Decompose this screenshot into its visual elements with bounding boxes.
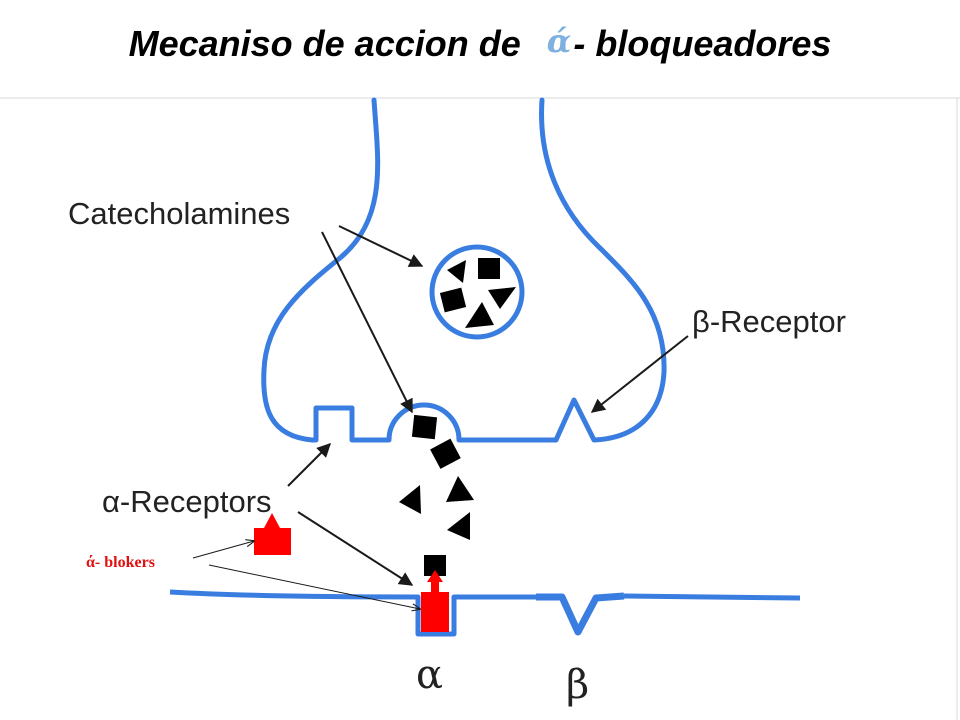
arrow-blocker-to-upper-red [192, 541, 254, 559]
slide-title: Mecaniso de accion de ά- bloqueadores [0, 22, 960, 65]
catecholamines-label: Catecholamines [68, 196, 290, 231]
vesicle-catecholamines [439, 258, 516, 328]
arrow-alpha-receptor-postsynaptic [297, 511, 414, 586]
catecholamine-square [424, 555, 446, 576]
alpha-blocker-upper [254, 513, 291, 555]
title-text-before: Mecaniso de accion de [128, 23, 521, 64]
catecholamine-triangle [465, 302, 494, 328]
alpha-blockers-label: ά- blokers [86, 554, 155, 571]
alpha-symbol-label: α [416, 652, 443, 698]
released-catecholamines [399, 414, 474, 576]
catecholamine-triangle [446, 476, 474, 502]
title-text-after: - bloqueadores [573, 23, 832, 64]
alpha-blocker-receptor-bound [421, 570, 449, 632]
title-alpha-symbol: ά [546, 22, 572, 60]
arrow-beta-receptor [590, 335, 689, 413]
postsynaptic-beta-receptor-groove [536, 592, 625, 636]
synaptic-vesicle [429, 244, 525, 340]
beta-symbol-label: β [566, 662, 589, 708]
catecholamine-square [478, 258, 500, 279]
arrow-blocker-to-bound-red [208, 564, 420, 609]
catecholamine-square [430, 438, 461, 469]
catecholamine-triangle [447, 512, 470, 540]
catecholamine-square [439, 287, 467, 313]
presynaptic-membrane [261, 97, 667, 443]
catecholamine-triangle [488, 287, 516, 309]
arrow-catecholamines-to-cleft [321, 231, 413, 414]
postsynaptic-membrane [169, 589, 540, 637]
catecholamine-triangle [447, 260, 466, 283]
postsynaptic-membrane-right [623, 593, 801, 601]
arrow-catecholamines-to-vesicle [338, 225, 424, 267]
arrow-alpha-receptor-presynaptic [287, 443, 331, 487]
catecholamine-square [411, 414, 438, 440]
catecholamine-triangle [399, 485, 421, 514]
beta-receptor-label: β-Receptor [692, 304, 846, 339]
alpha-receptors-label: α-Receptors [102, 484, 272, 519]
